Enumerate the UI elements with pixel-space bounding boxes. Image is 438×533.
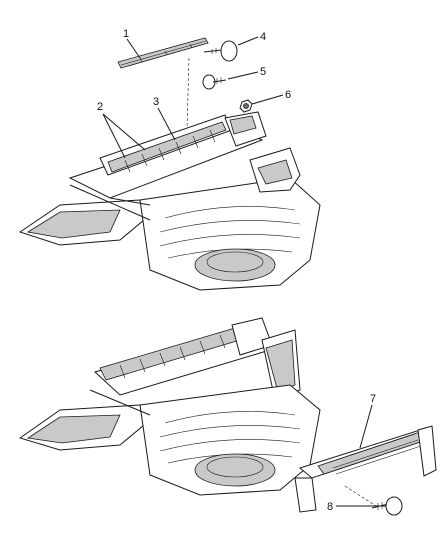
- callout-7: 7: [370, 393, 376, 405]
- callouts: 1 2 3 4 5 6 7 8: [97, 28, 386, 513]
- leader-5: [227, 71, 259, 80]
- callout-1: 1: [123, 28, 129, 40]
- part-7-scuff-plate: [294, 425, 437, 513]
- leader-1: [126, 38, 141, 59]
- callout-3: 3: [153, 96, 159, 108]
- part-5-screw: [202, 74, 227, 90]
- leader-2a: [102, 113, 126, 159]
- closure-panel-installed: [94, 317, 301, 401]
- leader-2b: [102, 113, 146, 151]
- callout-4: 4: [260, 31, 266, 43]
- part-4-push-pin: [203, 40, 238, 62]
- callout-8: 8: [327, 501, 333, 513]
- callout-2: 2: [97, 101, 103, 113]
- callout-5: 5: [260, 66, 266, 78]
- callout-6: 6: [285, 89, 291, 101]
- part-1-seal-strip: [117, 37, 209, 69]
- top-assembly: [18, 37, 321, 291]
- leader-4: [237, 36, 259, 46]
- floor-pan-top: [18, 147, 321, 291]
- leader-3: [157, 107, 176, 141]
- bottom-assembly: [18, 317, 437, 516]
- floor-pan-bottom: [18, 384, 321, 496]
- leader-6: [251, 94, 284, 105]
- part-8-push-pin: [344, 485, 403, 516]
- part-6-nut: [239, 99, 253, 113]
- part-3-closure-panel: [68, 111, 267, 199]
- leader-7: [359, 404, 373, 449]
